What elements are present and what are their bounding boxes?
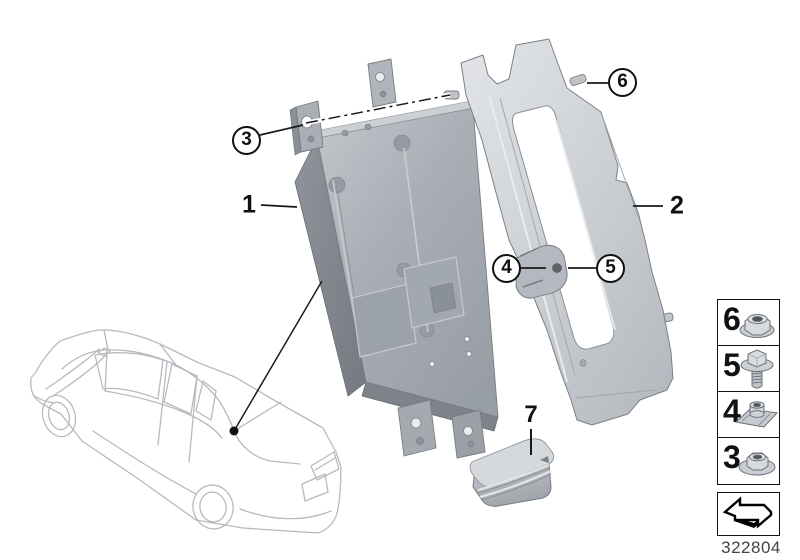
part7-ridge-shadows (477, 467, 552, 501)
bracket1-small-holes (429, 336, 472, 367)
legend-item-5[interactable]: 5 (717, 345, 780, 393)
leader-lines (233, 82, 663, 455)
car-hood-creases (32, 348, 107, 404)
bracket1-tab-d-hole2 (467, 440, 475, 448)
callout-6[interactable]: 6 (608, 68, 637, 97)
bracket2-clip-hole (552, 263, 562, 273)
car-beltline (104, 390, 223, 439)
legend-label-6: 6 (723, 301, 741, 337)
leader-1 (260, 204, 298, 208)
bracket2-cutout (511, 105, 615, 350)
part7-notch (540, 456, 549, 463)
part7-ridges (477, 463, 552, 499)
car-rear-wheel (192, 484, 234, 530)
bracket2-bend-shadows (499, 97, 656, 399)
bracket2-rivet (579, 359, 587, 367)
callout-3[interactable]: 3 (232, 126, 261, 155)
plastic-nut-icon (738, 452, 776, 476)
page-direction-box[interactable] (717, 492, 780, 536)
legend-label-4: 4 (723, 393, 741, 430)
callout-4[interactable]: 4 (492, 254, 521, 283)
bracket1-tab-b (367, 58, 397, 108)
diagram-number: 322804 (721, 538, 781, 557)
flange-nut-icon (739, 314, 775, 338)
legend-item-6[interactable]: 6 (717, 299, 780, 347)
callout-1[interactable]: 1 (242, 190, 256, 219)
cage-nut-icon (734, 401, 779, 428)
car-location-dot (229, 426, 239, 436)
bracket2-clip-ribs (519, 247, 544, 288)
car-door-seams (104, 350, 198, 463)
bracket1-tab-b-hole2 (379, 90, 387, 98)
bracket-part-2[interactable] (443, 38, 674, 426)
leader-car-pointer (233, 280, 323, 432)
bracket1-tab-a-side (289, 106, 302, 156)
car-glass-band (61, 349, 235, 432)
bracket1-tab-c-hole (410, 417, 422, 429)
callout-5[interactable]: 5 (596, 254, 625, 283)
part7-top-face (469, 438, 555, 488)
direction-arrow-icon (722, 496, 773, 529)
bracket1-panel2-recess (429, 282, 457, 314)
car-sketch (30, 329, 342, 534)
car-rocker-line (92, 430, 197, 495)
bracket-part-1[interactable] (289, 58, 499, 459)
bracket1-tab-c-hole2 (416, 437, 424, 445)
legend-label-5: 5 (723, 347, 741, 384)
damper-part-7[interactable] (469, 438, 555, 507)
car-roof-joint-lines (103, 329, 282, 432)
bracket1-tab-b-hole (375, 72, 385, 82)
callout-2[interactable]: 2 (670, 191, 684, 220)
bracket1-tab-d-hole (463, 426, 473, 436)
flange-screw-icon (740, 349, 774, 389)
bracket1-tab-a-hole2 (307, 135, 315, 143)
car-silhouette (30, 329, 342, 534)
legend-label-3: 3 (723, 439, 741, 476)
car-front-wheel (41, 394, 77, 438)
car-rear-details (233, 430, 340, 520)
leader-3 (259, 124, 304, 136)
screw-axis-line (305, 94, 451, 124)
legend-item-3[interactable]: 3 (717, 437, 780, 485)
legend-item-4[interactable]: 4 (717, 391, 780, 439)
car-side-windows (94, 352, 217, 421)
fastener-legend: 6 5 (717, 299, 780, 485)
bracket2-bend-highlights (488, 94, 616, 383)
car-mirror (97, 347, 111, 357)
callout-7[interactable]: 7 (524, 401, 538, 428)
bracket1-embossed-panel-1 (351, 283, 417, 358)
